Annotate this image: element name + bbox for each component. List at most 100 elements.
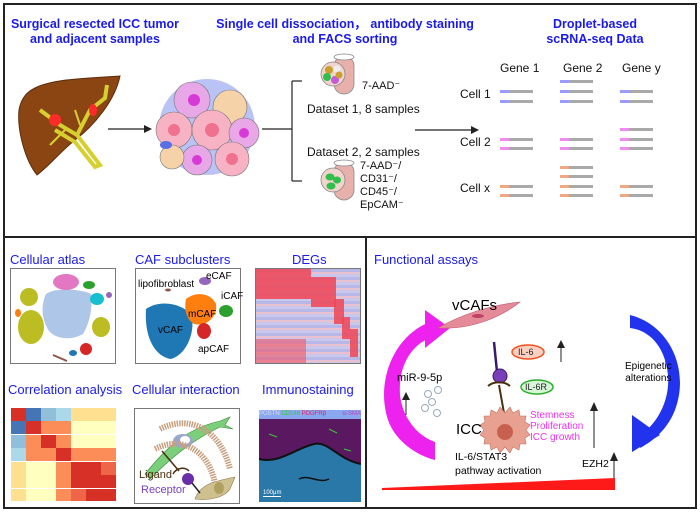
- caf-label-ecaf: eCAF: [206, 271, 232, 282]
- outcomes-list: Stemness Proliferation ICC growth: [530, 410, 583, 443]
- correlation-cell: [56, 408, 71, 421]
- marker-cd45: CD45⁻/: [360, 186, 397, 198]
- cell-label-x: Cell x: [460, 181, 491, 195]
- stain-asma: α-SMA: [342, 411, 361, 417]
- correlation-cell: [26, 488, 41, 502]
- correlation-cell: [41, 434, 56, 448]
- outcome-icc-growth: ICC growth: [530, 432, 581, 443]
- expression-bar: [560, 90, 593, 93]
- vcafs-label: vCAFs: [452, 297, 497, 314]
- correlation-cell: [101, 408, 116, 421]
- cellular-interaction-illustration: Ligand Receptor: [134, 408, 240, 504]
- correlation-cell: [71, 475, 86, 489]
- correlation-cell: [26, 421, 41, 435]
- correlation-cell: [41, 421, 56, 435]
- degs-block: [334, 299, 344, 324]
- correlation-cell: [41, 475, 56, 489]
- cellular-atlas-plot: [10, 268, 116, 364]
- magenta-feedback-arrow: [384, 322, 435, 460]
- dataset1-marker: 7-AAD⁻: [362, 80, 401, 92]
- marker-epcam: EpCAM⁻: [360, 199, 404, 211]
- caf-label-vcaf: vCAF: [158, 325, 183, 336]
- correlation-cell: [71, 448, 86, 462]
- panel-title-cellular-interaction: Cellular interaction: [132, 382, 240, 397]
- correlation-cell: [26, 434, 41, 448]
- correlation-cell: [56, 448, 71, 462]
- expression-bar: [620, 185, 653, 188]
- expression-bar: [500, 100, 533, 103]
- expression-bar: [560, 147, 593, 150]
- outcome-stemness: Stemness: [530, 410, 575, 421]
- caf-label-apcaf: apCAF: [198, 344, 230, 355]
- expression-bar: [500, 194, 533, 197]
- immunostaining-image: POSTN CD146 PDGFRβ α-SMA 100μm: [259, 410, 361, 502]
- dataset2-label: Dataset 2, 2 samples: [307, 145, 420, 159]
- step1-title-line2: and adjacent samples: [30, 32, 160, 46]
- il6r-label: IL-6R: [525, 382, 548, 392]
- panel-title-caf-subclusters: CAF subclusters: [135, 252, 231, 267]
- il6-label: IL-6: [518, 347, 534, 357]
- tube-dataset1-icon: [320, 53, 355, 95]
- correlation-cell: [56, 461, 71, 475]
- correlation-cell: [86, 461, 101, 475]
- stain-cd146: CD146: [281, 411, 301, 417]
- correlation-cell: [86, 408, 101, 421]
- correlation-cell: [56, 434, 71, 448]
- correlation-cell: [71, 488, 86, 502]
- step2-title-line2: and FACS sorting: [292, 32, 398, 46]
- marker-7aad: 7-AAD⁻/: [360, 160, 402, 172]
- expression-bar: [620, 100, 653, 103]
- correlation-cell: [71, 461, 86, 475]
- liver-icon: [18, 75, 121, 176]
- step3-title: Droplet-based scRNA-seq Data: [525, 17, 665, 47]
- expression-bar: [560, 138, 593, 141]
- correlation-cell: [86, 434, 101, 448]
- expression-bar: [620, 138, 653, 141]
- cell-label-2: Cell 2: [460, 135, 491, 149]
- expression-bar: [560, 100, 593, 103]
- ezh2-label: EZH2: [582, 458, 609, 470]
- correlation-cell: [11, 488, 26, 502]
- caf-label-icaf: iCAF: [221, 291, 244, 302]
- expression-bar: [560, 80, 593, 83]
- correlation-cell: [41, 408, 56, 421]
- expression-bar: [560, 175, 593, 178]
- correlation-cell: [86, 421, 101, 435]
- expression-bar: [620, 90, 653, 93]
- tsne-clusters: [15, 274, 112, 362]
- outcome-proliferation: Proliferation: [530, 421, 584, 432]
- expression-bar: [560, 185, 593, 188]
- arrow-icon: [415, 126, 479, 134]
- expression-bar: [620, 128, 653, 131]
- epigenetic-line2: alterations: [625, 373, 672, 384]
- pathway-gradient-wedge: [382, 478, 615, 490]
- correlation-cell: [101, 475, 116, 489]
- expression-bar: [500, 138, 533, 141]
- correlation-cell: [71, 434, 86, 448]
- cell-label-1: Cell 1: [460, 87, 491, 101]
- expression-bar: [500, 185, 533, 188]
- correlation-cell: [11, 421, 26, 435]
- correlation-cell: [11, 475, 26, 489]
- caf-clusters: [145, 277, 233, 359]
- panel-title-cellular-atlas: Cellular atlas: [10, 252, 86, 267]
- receptor-label: Receptor: [141, 484, 186, 496]
- stain-pdgfrb: PDGFRβ: [301, 411, 327, 417]
- dataset1-label: Dataset 1, 8 samples: [307, 102, 420, 116]
- caf-label-lipofibroblast: lipofibroblast: [138, 279, 195, 290]
- correlation-cell: [11, 461, 26, 475]
- correlation-cell: [71, 421, 86, 435]
- panel-title-correlation: Correlation analysis: [8, 382, 123, 397]
- dataset2-markers: 7-AAD⁻/ CD31⁻/ CD45⁻/ EpCAM⁻: [360, 160, 404, 212]
- pathway-line1: IL-6/STAT3: [455, 451, 508, 463]
- tumor-cells-icon: [155, 79, 260, 177]
- functional-assays-panel: [365, 236, 697, 509]
- correlation-cell: [101, 461, 116, 475]
- expression-bar: [500, 90, 533, 93]
- correlation-cell: [26, 448, 41, 462]
- interaction-cells-icon: [144, 416, 236, 500]
- correlation-cell: [86, 448, 101, 462]
- expression-bar: [620, 147, 653, 150]
- pathway-label: IL-6/STAT3 pathway activation: [455, 450, 541, 478]
- expression-bar: [560, 194, 593, 197]
